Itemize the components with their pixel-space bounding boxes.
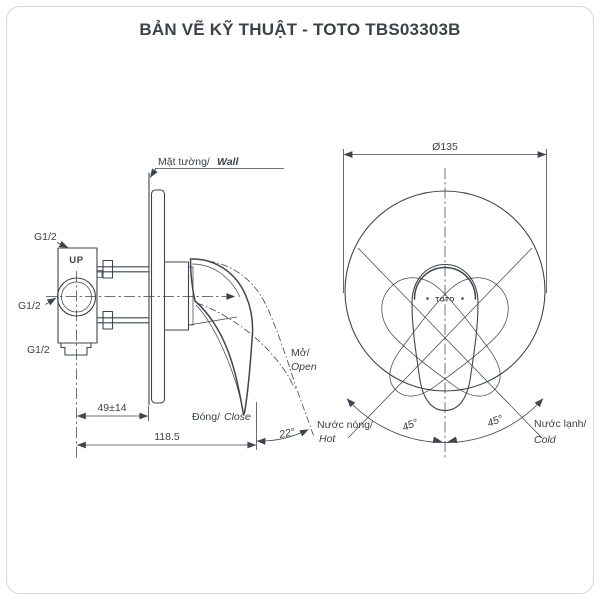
open-angle-value: 22° (277, 426, 296, 441)
open-angle-arc (256, 429, 309, 445)
front-view: Ø135 TOTO 45° 45° Nước lạnh/ Cold (343, 141, 587, 458)
dim-offset-value: 49±14 (97, 402, 126, 414)
swing-left-angle-value: 45° (401, 417, 420, 434)
cold-label-vi: Nước lạnh/ (534, 418, 587, 430)
handle-dot-right (461, 297, 464, 300)
thread-top-leader (56, 240, 69, 248)
swing-right-angle-value: 45° (486, 413, 505, 430)
handle-top-accent (191, 263, 241, 298)
arc-center-arrow-left (432, 436, 442, 444)
handle-dot-left (426, 297, 429, 300)
handle-open-phantom (196, 302, 291, 380)
side-view: Mặt tường/ Wall G1/2 G1/2 G1/2 UP 49±14 … (18, 156, 373, 458)
up-marking: UP (69, 255, 83, 266)
dim-depth-value: 118.5 (154, 431, 180, 443)
cartridge-housing (163, 261, 190, 331)
arc-center-arrow-right (448, 436, 458, 444)
page-title: BẢN VẼ KỸ THUẬT - TOTO TBS03303B (139, 20, 461, 39)
thread-label-mid: G1/2 (18, 300, 41, 312)
thread-label-top: G1/2 (34, 231, 57, 243)
hot-label-vi: Nước nóng/ (317, 419, 373, 431)
handle-inner-edge (195, 304, 243, 411)
open-label-en: Open (291, 361, 317, 373)
hot-label-en: Hot (319, 433, 336, 445)
swing-angle-arc (346, 398, 544, 443)
thread-label-bottom: G1/2 (27, 344, 50, 356)
thread-mid-leader (45, 297, 57, 306)
close-label-en: Close (224, 411, 251, 423)
handle-open-tip (289, 378, 297, 389)
wall-label-en: Wall (217, 156, 239, 168)
open-direction-leader (297, 390, 314, 436)
bottom-outlet-flange (60, 342, 92, 356)
bottom-pipe-nut (102, 310, 114, 330)
toto-logo: TOTO (435, 297, 454, 304)
body-port-detail (96, 270, 103, 278)
open-label-vi: Mở/ (291, 347, 310, 359)
close-label-vi: Đóng/ (192, 411, 220, 423)
handle-open-phantom (207, 260, 297, 389)
cold-label-en: Cold (534, 434, 557, 446)
wall-leader-arrow (149, 168, 158, 178)
card-border (6, 6, 594, 594)
diameter-value: Ø135 (432, 141, 458, 153)
top-pipe-nut (102, 259, 114, 279)
wall-label-vi: Mặt tường/ (158, 156, 210, 168)
handle-closed (189, 258, 254, 416)
